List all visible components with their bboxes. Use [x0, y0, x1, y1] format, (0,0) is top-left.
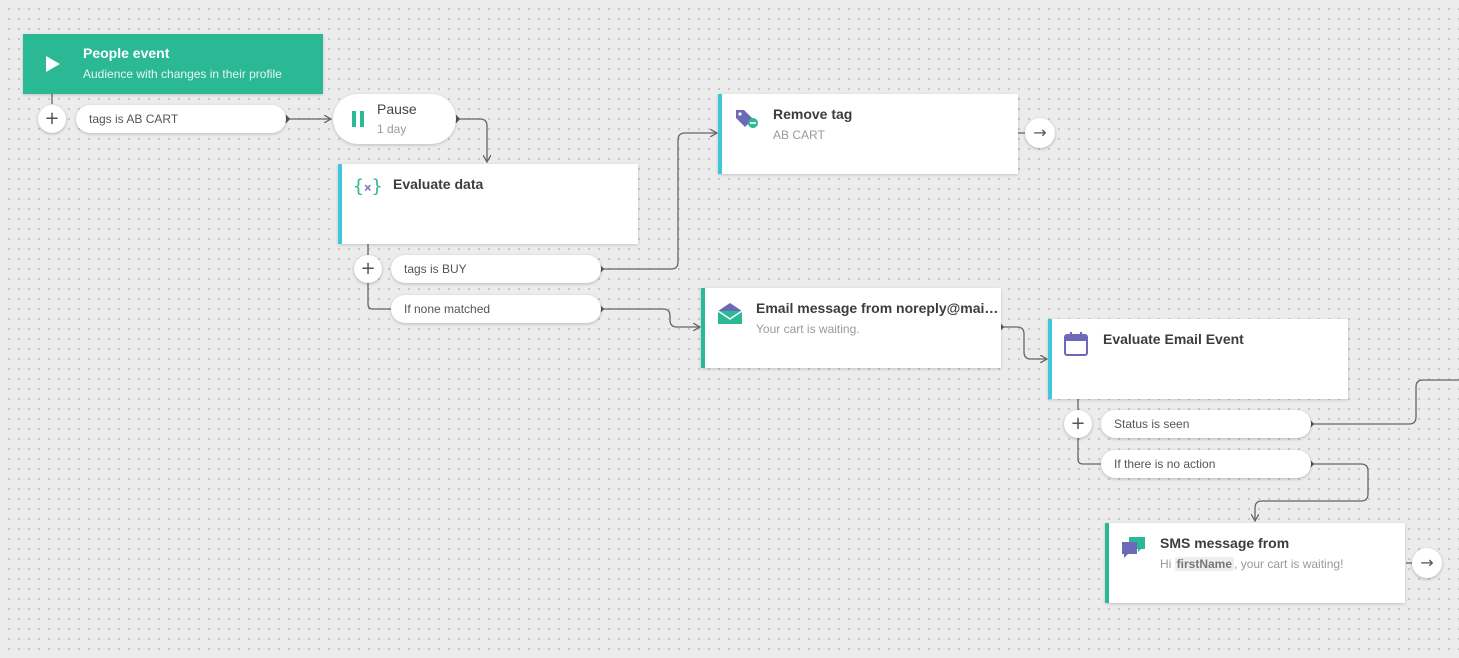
remove-tag-node[interactable]: Remove tag AB CART [718, 94, 1018, 174]
envelope-icon [717, 301, 743, 330]
add-condition-button[interactable]: + [354, 255, 382, 283]
sms-message-node[interactable]: SMS message from Hi firstName, your cart… [1105, 523, 1405, 603]
evaluate-data-node[interactable]: {×} Evaluate data [338, 164, 638, 244]
calendar-icon [1064, 332, 1088, 361]
remove-tag-title: Remove tag [773, 106, 853, 122]
email-subtitle: Your cart is waiting. [756, 322, 860, 336]
evaluate-email-event-node[interactable]: Evaluate Email Event [1048, 319, 1348, 399]
add-email-branch-button[interactable]: + [1064, 410, 1092, 438]
evaluate-email-title: Evaluate Email Event [1103, 331, 1244, 347]
trigger-subtitle: Audience with changes in their profile [83, 67, 282, 81]
play-icon [46, 56, 60, 77]
evaluate-data-title: Evaluate data [393, 176, 484, 192]
pause-node[interactable]: Pause 1 day [333, 94, 456, 144]
chat-bubbles-icon [1121, 536, 1147, 565]
remove-tag-next-button[interactable]: → [1025, 118, 1055, 148]
sms-variable-firstname: firstName [1174, 557, 1235, 571]
pause-subtitle: 1 day [377, 122, 407, 136]
trigger-title: People event [83, 45, 170, 61]
tag-remove-icon [734, 108, 760, 135]
email-title: Email message from noreply@mai… [756, 300, 999, 316]
pause-title: Pause [377, 101, 417, 117]
email-message-node[interactable]: Email message from noreply@mai… Your car… [701, 288, 1001, 368]
condition-tags-buy[interactable]: tags is BUY [391, 255, 601, 283]
sms-body: Hi firstName, your cart is waiting! [1160, 557, 1343, 571]
sms-next-button[interactable]: → [1412, 548, 1442, 578]
condition-status-seen[interactable]: Status is seen [1101, 410, 1311, 438]
variable-braces-icon: {×} [353, 176, 383, 197]
sms-text-after: , your cart is waiting! [1234, 557, 1344, 571]
condition-none-matched[interactable]: If none matched [391, 295, 601, 323]
condition-no-action[interactable]: If there is no action [1101, 450, 1311, 478]
sms-title: SMS message from [1160, 535, 1290, 551]
people-event-trigger[interactable]: People event Audience with changes in th… [23, 34, 323, 94]
condition-tags-ab-cart[interactable]: tags is AB CART [76, 105, 286, 133]
pause-icon [352, 111, 364, 132]
sms-text-before: Hi [1160, 557, 1175, 571]
add-branch-button[interactable]: + [38, 105, 66, 133]
remove-tag-subtitle: AB CART [773, 128, 825, 142]
